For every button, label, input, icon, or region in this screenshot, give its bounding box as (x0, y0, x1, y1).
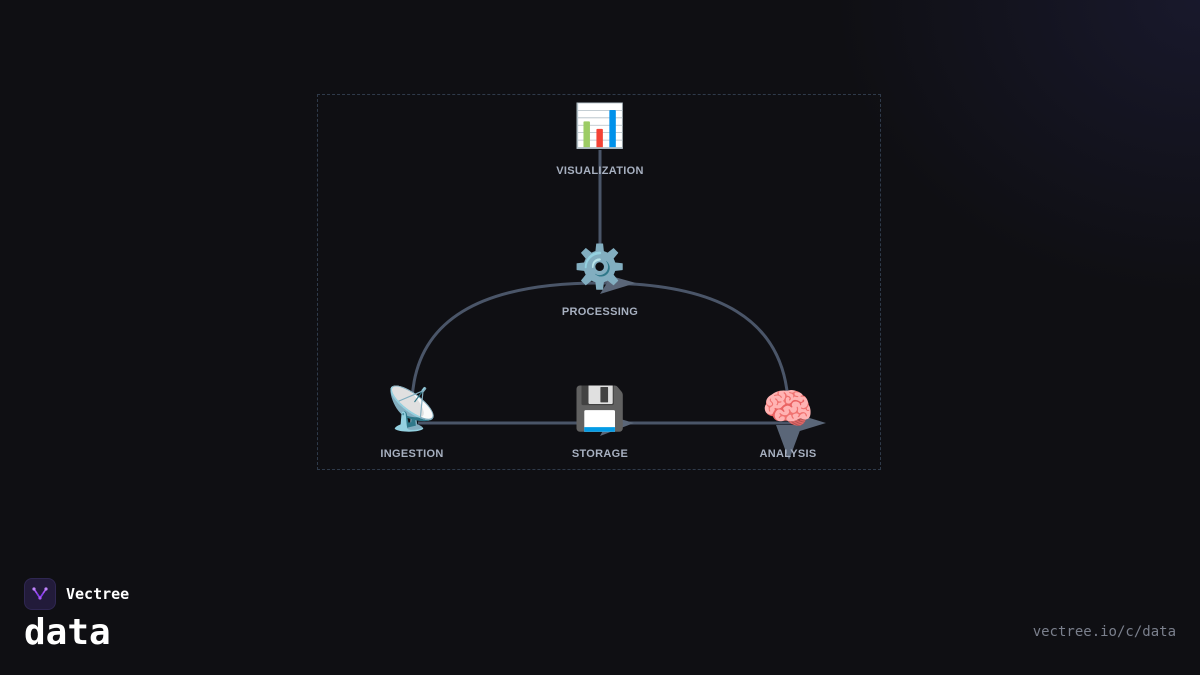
node-label-storage: STORAGE (571, 448, 629, 460)
node-analysis: 🧠 ANALYSIS (718, 384, 858, 460)
edge-ingestion-processing (410, 281, 601, 401)
brand-name: Vectree (66, 585, 130, 603)
diagram-frame (317, 94, 881, 470)
node-visualization: 📊 VISUALIZATION (530, 101, 670, 177)
arrowhead-storage (600, 413, 634, 436)
footer-url[interactable]: vectree.io/c/data (1032, 624, 1176, 640)
node-label-visualization: VISUALIZATION (556, 165, 644, 177)
node-storage: 💾 STORAGE (530, 384, 670, 460)
node-processing: ⚙️ PROCESSING (530, 242, 670, 318)
node-label-processing: PROCESSING (561, 306, 639, 318)
floppy-disk-icon: 💾 (573, 384, 627, 433)
vectree-logo-icon (24, 578, 56, 610)
satellite-dish-icon: 📡 (385, 384, 439, 433)
bar-chart-icon: 📊 (573, 101, 627, 150)
arrowhead-analysis-down (776, 425, 802, 460)
node-ingestion: 📡 INGESTION (342, 384, 482, 460)
brain-icon: 🧠 (761, 384, 815, 433)
edge-processing-analysis (599, 281, 790, 401)
brand: Vectree (24, 577, 129, 611)
node-label-ingestion: INGESTION (380, 448, 444, 460)
page-title: data (24, 612, 111, 653)
arrowhead-processing (600, 273, 636, 294)
node-label-analysis: ANALYSIS (759, 448, 817, 460)
gear-icon: ⚙️ (573, 242, 627, 291)
